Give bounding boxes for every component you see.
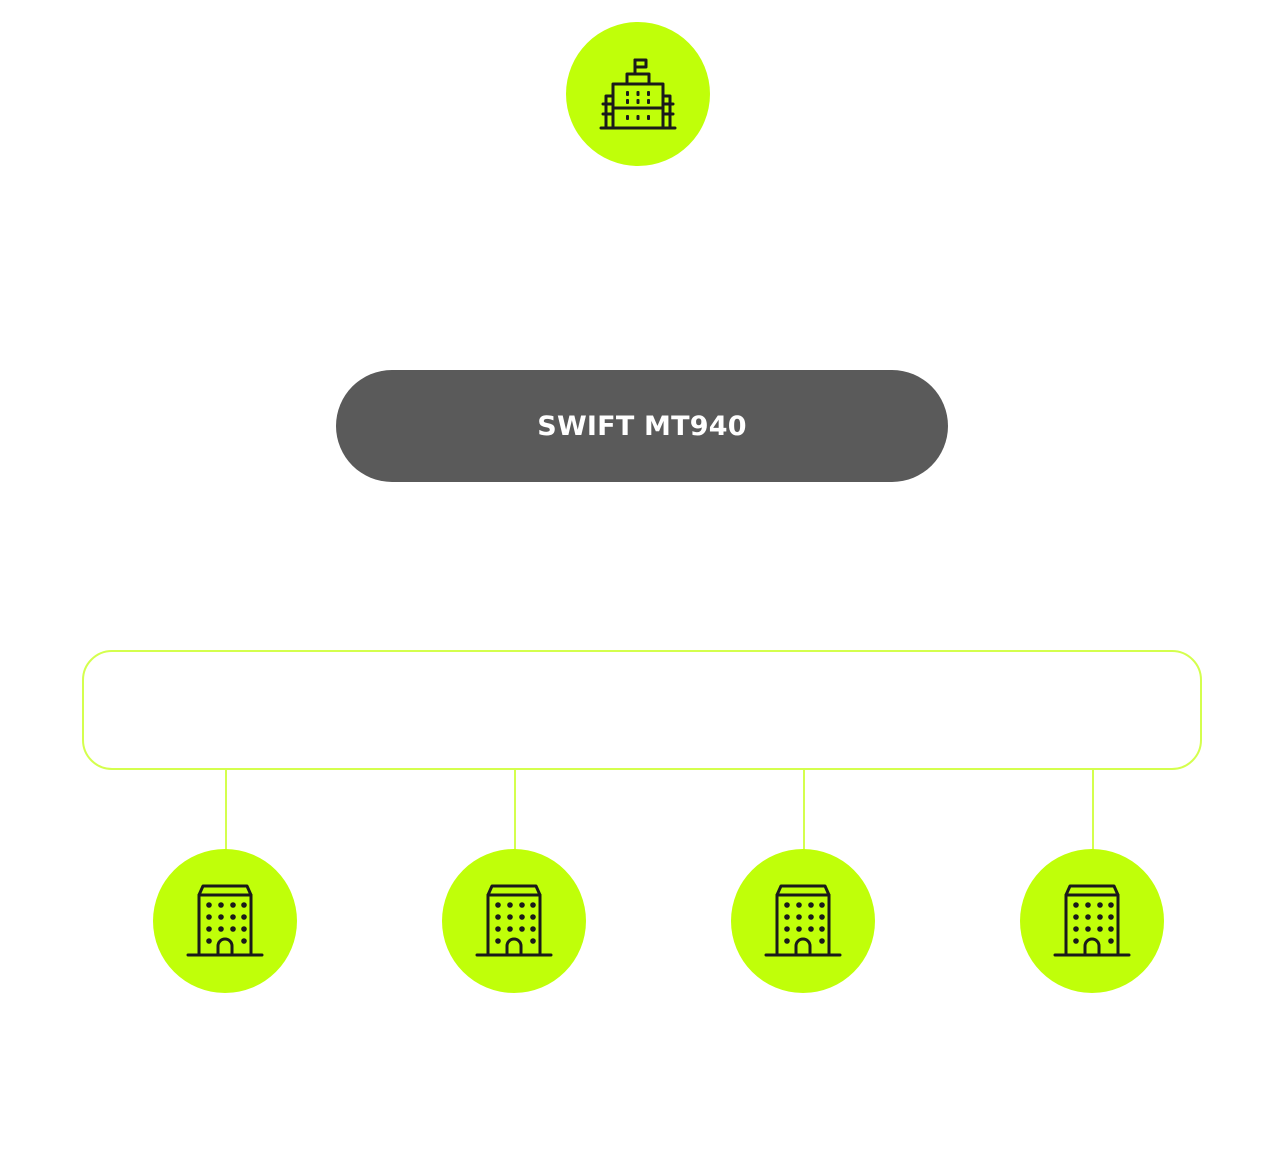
headquarters-building-icon — [599, 58, 677, 130]
branch-connector-line — [514, 769, 516, 850]
bank-container-box — [82, 650, 1202, 770]
branch-node-1 — [153, 849, 297, 993]
office-building-icon — [764, 884, 842, 957]
office-building-icon — [475, 884, 553, 957]
headquarters-node — [566, 22, 710, 166]
branch-connector-line — [1092, 769, 1094, 850]
office-building-icon — [186, 884, 264, 957]
swift-format-pill: SWIFT MT940 — [336, 370, 948, 482]
swift-format-label: SWIFT MT940 — [537, 410, 747, 442]
branch-node-3 — [731, 849, 875, 993]
branch-node-2 — [442, 849, 586, 993]
branch-node-4 — [1020, 849, 1164, 993]
branch-connector-line — [225, 769, 227, 850]
office-building-icon — [1053, 884, 1131, 957]
branch-connector-line — [803, 769, 805, 850]
